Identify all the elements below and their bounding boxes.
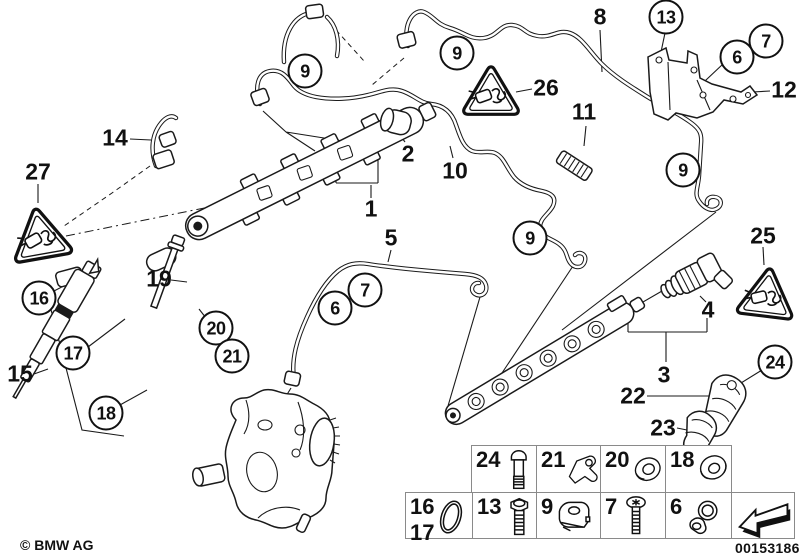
callout-14[interactable]: 14 bbox=[102, 124, 128, 151]
callout-12[interactable]: 12 bbox=[771, 76, 797, 103]
callout-23[interactable]: 23 bbox=[650, 414, 676, 441]
document-number: 00153186 bbox=[735, 540, 799, 556]
legend-cell-20[interactable]: 20 bbox=[600, 445, 666, 493]
fuel-rail-1 bbox=[184, 101, 437, 241]
legend-number: 9 bbox=[541, 494, 554, 519]
legend-number: 20 bbox=[605, 447, 630, 472]
shoulder-bolt-icon bbox=[511, 450, 528, 490]
callout-25[interactable]: 25 bbox=[750, 222, 776, 249]
pipe-nut bbox=[396, 30, 417, 49]
callout-1[interactable]: 1 bbox=[364, 195, 378, 222]
fuel-rail-3 bbox=[444, 295, 646, 426]
legend-number: 18 bbox=[670, 447, 695, 472]
legend-number: 13 bbox=[477, 494, 502, 519]
callout-9-mid-pipe[interactable]: 9 bbox=[512, 220, 548, 256]
sealing-cap bbox=[379, 107, 412, 136]
legend-cell-16-17[interactable]: 16 17 bbox=[405, 492, 473, 544]
legend-cell-21[interactable]: 21 bbox=[536, 445, 601, 493]
callout-26[interactable]: 26 bbox=[533, 74, 559, 101]
callout-6-bracket[interactable]: 6 bbox=[719, 39, 755, 75]
callout-2[interactable]: 2 bbox=[401, 140, 415, 167]
callout-13[interactable]: 13 bbox=[648, 0, 684, 35]
callout-10[interactable]: 10 bbox=[442, 157, 468, 184]
callout-18[interactable]: 18 bbox=[88, 395, 124, 431]
callout-21[interactable]: 21 bbox=[214, 338, 250, 374]
callout-6-pump-pipe[interactable]: 6 bbox=[317, 290, 353, 326]
legend-cell-nav[interactable] bbox=[731, 492, 795, 539]
pipe-holder-14 bbox=[150, 114, 179, 170]
legend-number: 6 bbox=[670, 494, 683, 519]
pipe-nut bbox=[304, 3, 325, 20]
callout-5[interactable]: 5 bbox=[384, 224, 398, 251]
o-ring-icon bbox=[440, 500, 463, 534]
callout-11[interactable]: 11 bbox=[571, 98, 597, 125]
legend-cell-13[interactable]: 13 bbox=[472, 492, 537, 539]
pipe-nut bbox=[283, 370, 302, 387]
thick-washer-icon bbox=[700, 455, 728, 480]
callout-4[interactable]: 4 bbox=[701, 296, 715, 323]
fuel-pipes bbox=[250, 3, 721, 387]
legend-cell-7[interactable]: 7 bbox=[600, 492, 666, 539]
callout-3[interactable]: 3 bbox=[657, 361, 671, 388]
callout-8[interactable]: 8 bbox=[593, 3, 607, 30]
fuel-injector bbox=[12, 256, 102, 400]
high-pressure-pump bbox=[192, 388, 341, 534]
pipe-clamp-icon bbox=[558, 501, 591, 532]
callout-27[interactable]: 27 bbox=[25, 158, 51, 185]
hex-bolt-icon bbox=[510, 497, 529, 536]
callout-15[interactable]: 15 bbox=[7, 360, 33, 387]
callout-19[interactable]: 19 bbox=[146, 265, 172, 292]
callout-7-bracket[interactable]: 7 bbox=[748, 23, 784, 59]
pressure-sensor bbox=[660, 252, 734, 299]
legend-number: 24 bbox=[476, 447, 501, 472]
legend-cell-6[interactable]: 6 bbox=[665, 492, 732, 539]
callout-9-rail-pipe[interactable]: 9 bbox=[287, 53, 323, 89]
copyright-note: © BMW AG bbox=[20, 537, 94, 553]
callout-22[interactable]: 22 bbox=[620, 382, 646, 409]
legend-cell-24[interactable]: 24 bbox=[471, 445, 537, 493]
callout-7-pump-pipe[interactable]: 7 bbox=[347, 272, 383, 308]
long-bolt bbox=[149, 234, 186, 310]
callout-9-right-pipe[interactable]: 9 bbox=[665, 152, 701, 188]
callout-17[interactable]: 17 bbox=[55, 335, 91, 371]
torx-screw-icon bbox=[626, 496, 647, 535]
legend-number: 21 bbox=[541, 447, 566, 472]
next-page-arrow-icon bbox=[737, 503, 791, 539]
legend-cell-18[interactable]: 18 bbox=[665, 445, 732, 493]
callout-9-top-pipe[interactable]: 9 bbox=[439, 35, 475, 71]
legend-number: 7 bbox=[605, 494, 618, 519]
rubber-sleeve bbox=[555, 150, 593, 181]
clamp-bracket-icon bbox=[569, 455, 599, 484]
legend-cell-9[interactable]: 9 bbox=[536, 492, 601, 539]
legend-number: 16 17 bbox=[410, 494, 435, 545]
seal-washer-icon bbox=[635, 457, 662, 482]
hose-clip-icon bbox=[689, 500, 718, 535]
pipe-nut bbox=[250, 87, 270, 107]
callout-24[interactable]: 24 bbox=[757, 344, 793, 380]
holder-bracket bbox=[647, 46, 759, 121]
callout-16[interactable]: 16 bbox=[21, 280, 57, 316]
